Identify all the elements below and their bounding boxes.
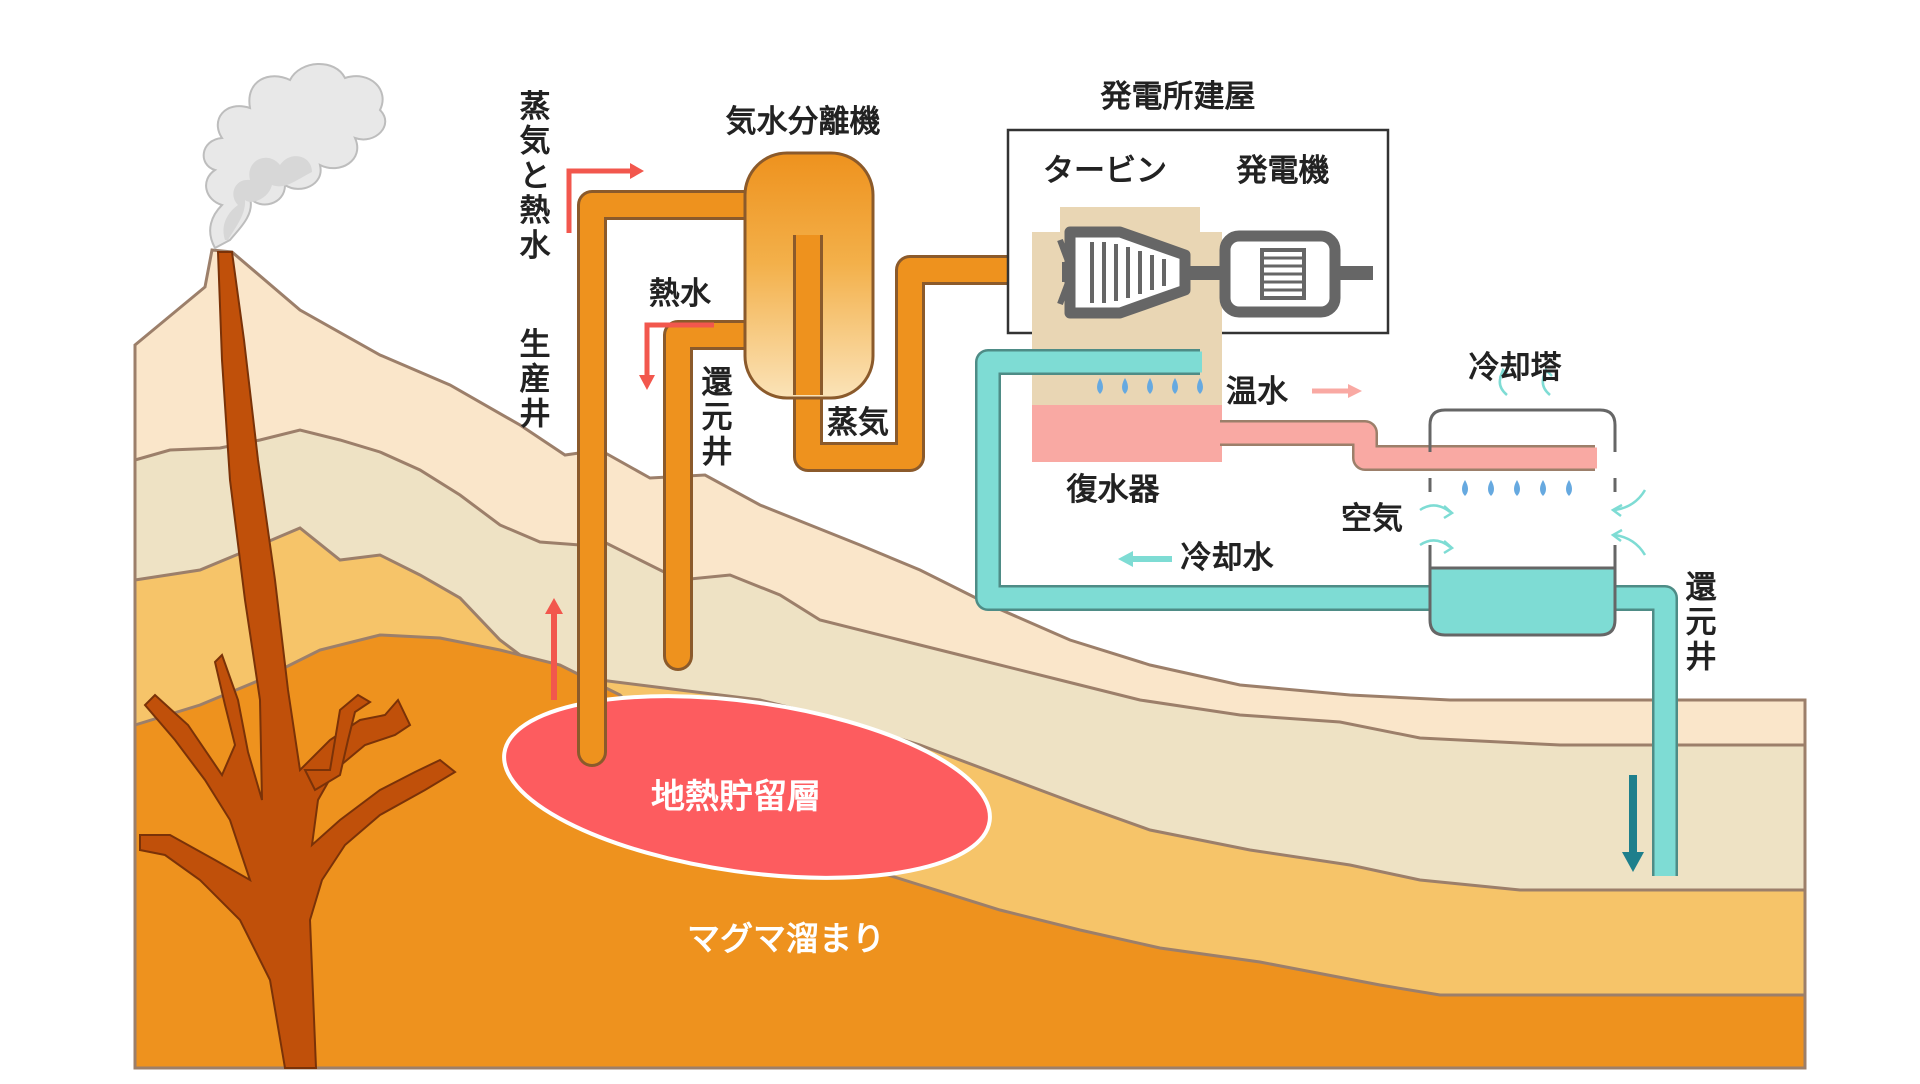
label-turbine: タービン <box>1043 153 1167 189</box>
hot-water-arrow <box>644 322 714 375</box>
label-reinjection-well-right: 還元井 <box>1686 570 1718 675</box>
label-air: 空気 <box>1341 501 1403 537</box>
lava-conduit <box>139 251 457 1069</box>
turbine <box>1057 226 1191 319</box>
label-steam: 蒸気 <box>827 405 889 441</box>
lava-branch-right <box>303 693 372 792</box>
steam-hot-water-arrow <box>566 168 630 233</box>
condenser <box>1032 405 1222 462</box>
label-power-house: 発電所建屋 <box>1100 79 1256 115</box>
generator <box>1219 230 1373 318</box>
label-reservoir: 地熱貯留層 <box>651 777 821 817</box>
label-condenser: 復水器 <box>1066 472 1161 508</box>
steam-piping <box>577 190 1075 767</box>
volcano-smoke <box>202 63 387 250</box>
label-production-well: 生産井 <box>520 327 551 432</box>
label-hot-water: 熱水 <box>649 276 712 312</box>
condenser-drops <box>1097 378 1203 394</box>
label-cooling-tower: 冷却塔 <box>1469 350 1563 386</box>
labels: 蒸気と熱水 生産井 気水分離機 熱水 還元井 蒸気 発電所建屋 タービン 発電機… <box>520 79 1718 958</box>
label-separator: 気水分離機 <box>726 104 881 140</box>
label-warm-water: 温水 <box>1226 374 1289 410</box>
label-cooling-water: 冷却水 <box>1181 540 1275 576</box>
air-flow-arrows <box>1419 367 1647 556</box>
label-reinjection-well-left: 還元井 <box>702 365 734 470</box>
label-magma: マグマ溜まり <box>687 919 885 958</box>
flow-arrows <box>545 163 1644 872</box>
turbine-shaft <box>1185 266 1225 280</box>
label-steam-hot-water: 蒸気と熱水 <box>520 89 552 264</box>
label-generator: 発電機 <box>1236 153 1330 189</box>
geothermal-reservoir <box>502 694 992 880</box>
ground <box>133 248 1807 1070</box>
cooling-tower <box>1428 408 1617 637</box>
